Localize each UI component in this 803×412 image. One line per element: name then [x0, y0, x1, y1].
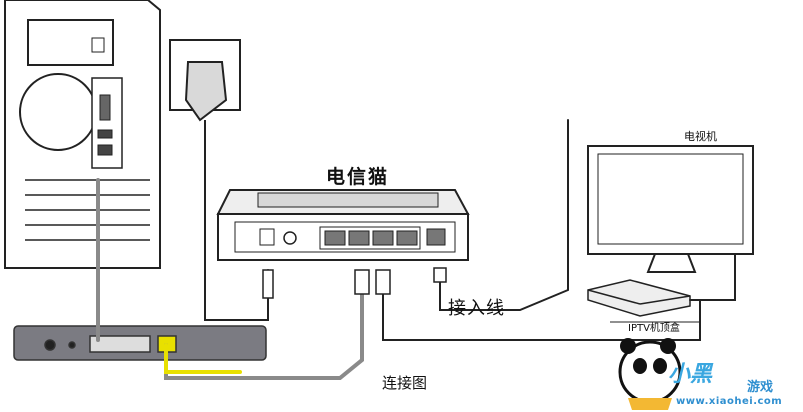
- pc-tower: [4, 0, 161, 269]
- television: [587, 145, 754, 273]
- router-device: [13, 325, 267, 361]
- diagram-caption: 连接图: [382, 374, 428, 392]
- watermark-logo-text: 小黑: [668, 362, 713, 387]
- set-top-box-label: IPTV机顶盒: [628, 323, 680, 334]
- ethernet-plug: [354, 269, 370, 295]
- ethernet-plug: [375, 269, 391, 295]
- power-adapter-icon: [184, 61, 228, 140]
- cables: [96, 119, 736, 380]
- set-top-box: [587, 279, 701, 341]
- stb-to-tv-cable: [689, 254, 736, 301]
- phone-plug: [433, 267, 447, 283]
- modem-label: 电信猫: [326, 166, 390, 188]
- modem-device: [216, 189, 470, 261]
- tv-label: 电视机: [684, 130, 717, 143]
- watermark-sub-text: 游戏: [747, 380, 774, 395]
- power-plug: [262, 269, 274, 299]
- modem-to-stb-cable: [382, 289, 701, 341]
- yellow-wan-cable: [164, 343, 242, 374]
- access-line-label: 接入线: [448, 298, 505, 319]
- watermark-url: www.xiaohei.com: [676, 396, 783, 407]
- access-line-cable: [439, 119, 569, 311]
- watermark-panda-logo: [618, 338, 682, 410]
